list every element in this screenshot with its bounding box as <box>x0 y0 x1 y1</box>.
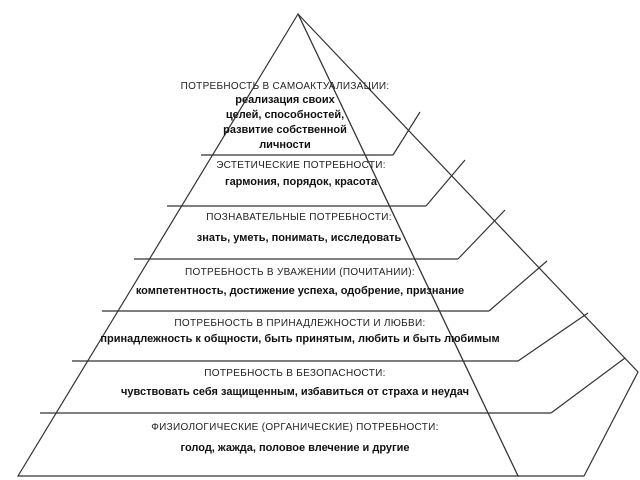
level-self-actualization: ПОТРЕБНОСТЬ В САМОАКТУАЛИЗАЦИИ: реализац… <box>170 80 400 153</box>
level-description: гармония, порядок, красота <box>190 175 412 190</box>
level-safety: ПОТРЕБНОСТЬ В БЕЗОПАСНОСТИ: чувствовать … <box>70 367 520 400</box>
level-heading: ПОТРЕБНОСТЬ В САМОАКТУАЛИЗАЦИИ: <box>180 81 390 92</box>
level-heading: ПОТРЕБНОСТЬ В ПРИНАДЛЕЖНОСТИ И ЛЮБВИ: <box>174 318 426 329</box>
level-belonging-love: ПОТРЕБНОСТЬ В ПРИНАДЛЕЖНОСТИ И ЛЮБВИ: пр… <box>80 317 520 347</box>
description-line: голод, жажда, половое влечение и другие <box>180 442 410 454</box>
level-description: чувствовать себя защищенным, избавиться … <box>70 385 520 400</box>
description-line: принадлежность к общности, быть принятым… <box>100 333 500 345</box>
description-line: личности <box>259 139 311 151</box>
description-line: чувствовать себя защищенным, избавиться … <box>121 386 469 398</box>
description-line: гармония, порядок, красота <box>224 176 377 188</box>
level-description: знать, уметь, понимать, исследовать <box>160 231 438 246</box>
side-divider-3 <box>457 209 506 260</box>
level-heading: ПОТРЕБНОСТЬ В УВАЖЕНИИ (ПОЧИТАНИИ): <box>185 267 415 278</box>
level-heading: ЭСТЕТИЧЕСКИЕ ПОТРЕБНОСТИ: <box>216 160 386 171</box>
side-divider-6 <box>550 357 626 414</box>
level-description: компетентность, достижение успеха, одобр… <box>115 284 485 299</box>
level-heading: ФИЗИОЛОГИЧЕСКИЕ (ОРГАНИЧЕСКИЕ) ПОТРЕБНОС… <box>151 422 439 433</box>
side-divider-2 <box>425 159 466 207</box>
level-heading: ПОТРЕБНОСТЬ В БЕЗОПАСНОСТИ: <box>204 368 386 379</box>
level-physiological: ФИЗИОЛОГИЧЕСКИЕ (ОРГАНИЧЕСКИЕ) ПОТРЕБНОС… <box>60 421 530 456</box>
level-description: принадлежность к общности, быть принятым… <box>80 332 520 347</box>
side-divider-5 <box>517 312 589 362</box>
level-description: реализация своих целей, способностей, ра… <box>170 93 400 153</box>
side-divider-1 <box>392 111 421 156</box>
level-heading: ПОЗНАВАТЕЛЬНЫЕ ПОТРЕБНОСТИ: <box>206 212 392 223</box>
level-description: голод, жажда, половое влечение и другие <box>60 441 530 456</box>
level-esteem: ПОТРЕБНОСТЬ В УВАЖЕНИИ (ПОЧИТАНИИ): комп… <box>115 266 485 299</box>
description-line: компетентность, достижение успеха, одобр… <box>135 285 465 297</box>
description-line: развитие собственной <box>223 124 347 136</box>
description-line: реализация своих <box>235 94 335 106</box>
description-line: целей, способностей, <box>225 109 345 121</box>
side-divider-4 <box>488 260 548 312</box>
level-aesthetic: ЭСТЕТИЧЕСКИЕ ПОТРЕБНОСТИ: гармония, поря… <box>190 159 412 190</box>
description-line: знать, уметь, понимать, исследовать <box>196 232 402 244</box>
level-cognitive: ПОЗНАВАТЕЛЬНЫЕ ПОТРЕБНОСТИ: знать, уметь… <box>160 211 438 246</box>
